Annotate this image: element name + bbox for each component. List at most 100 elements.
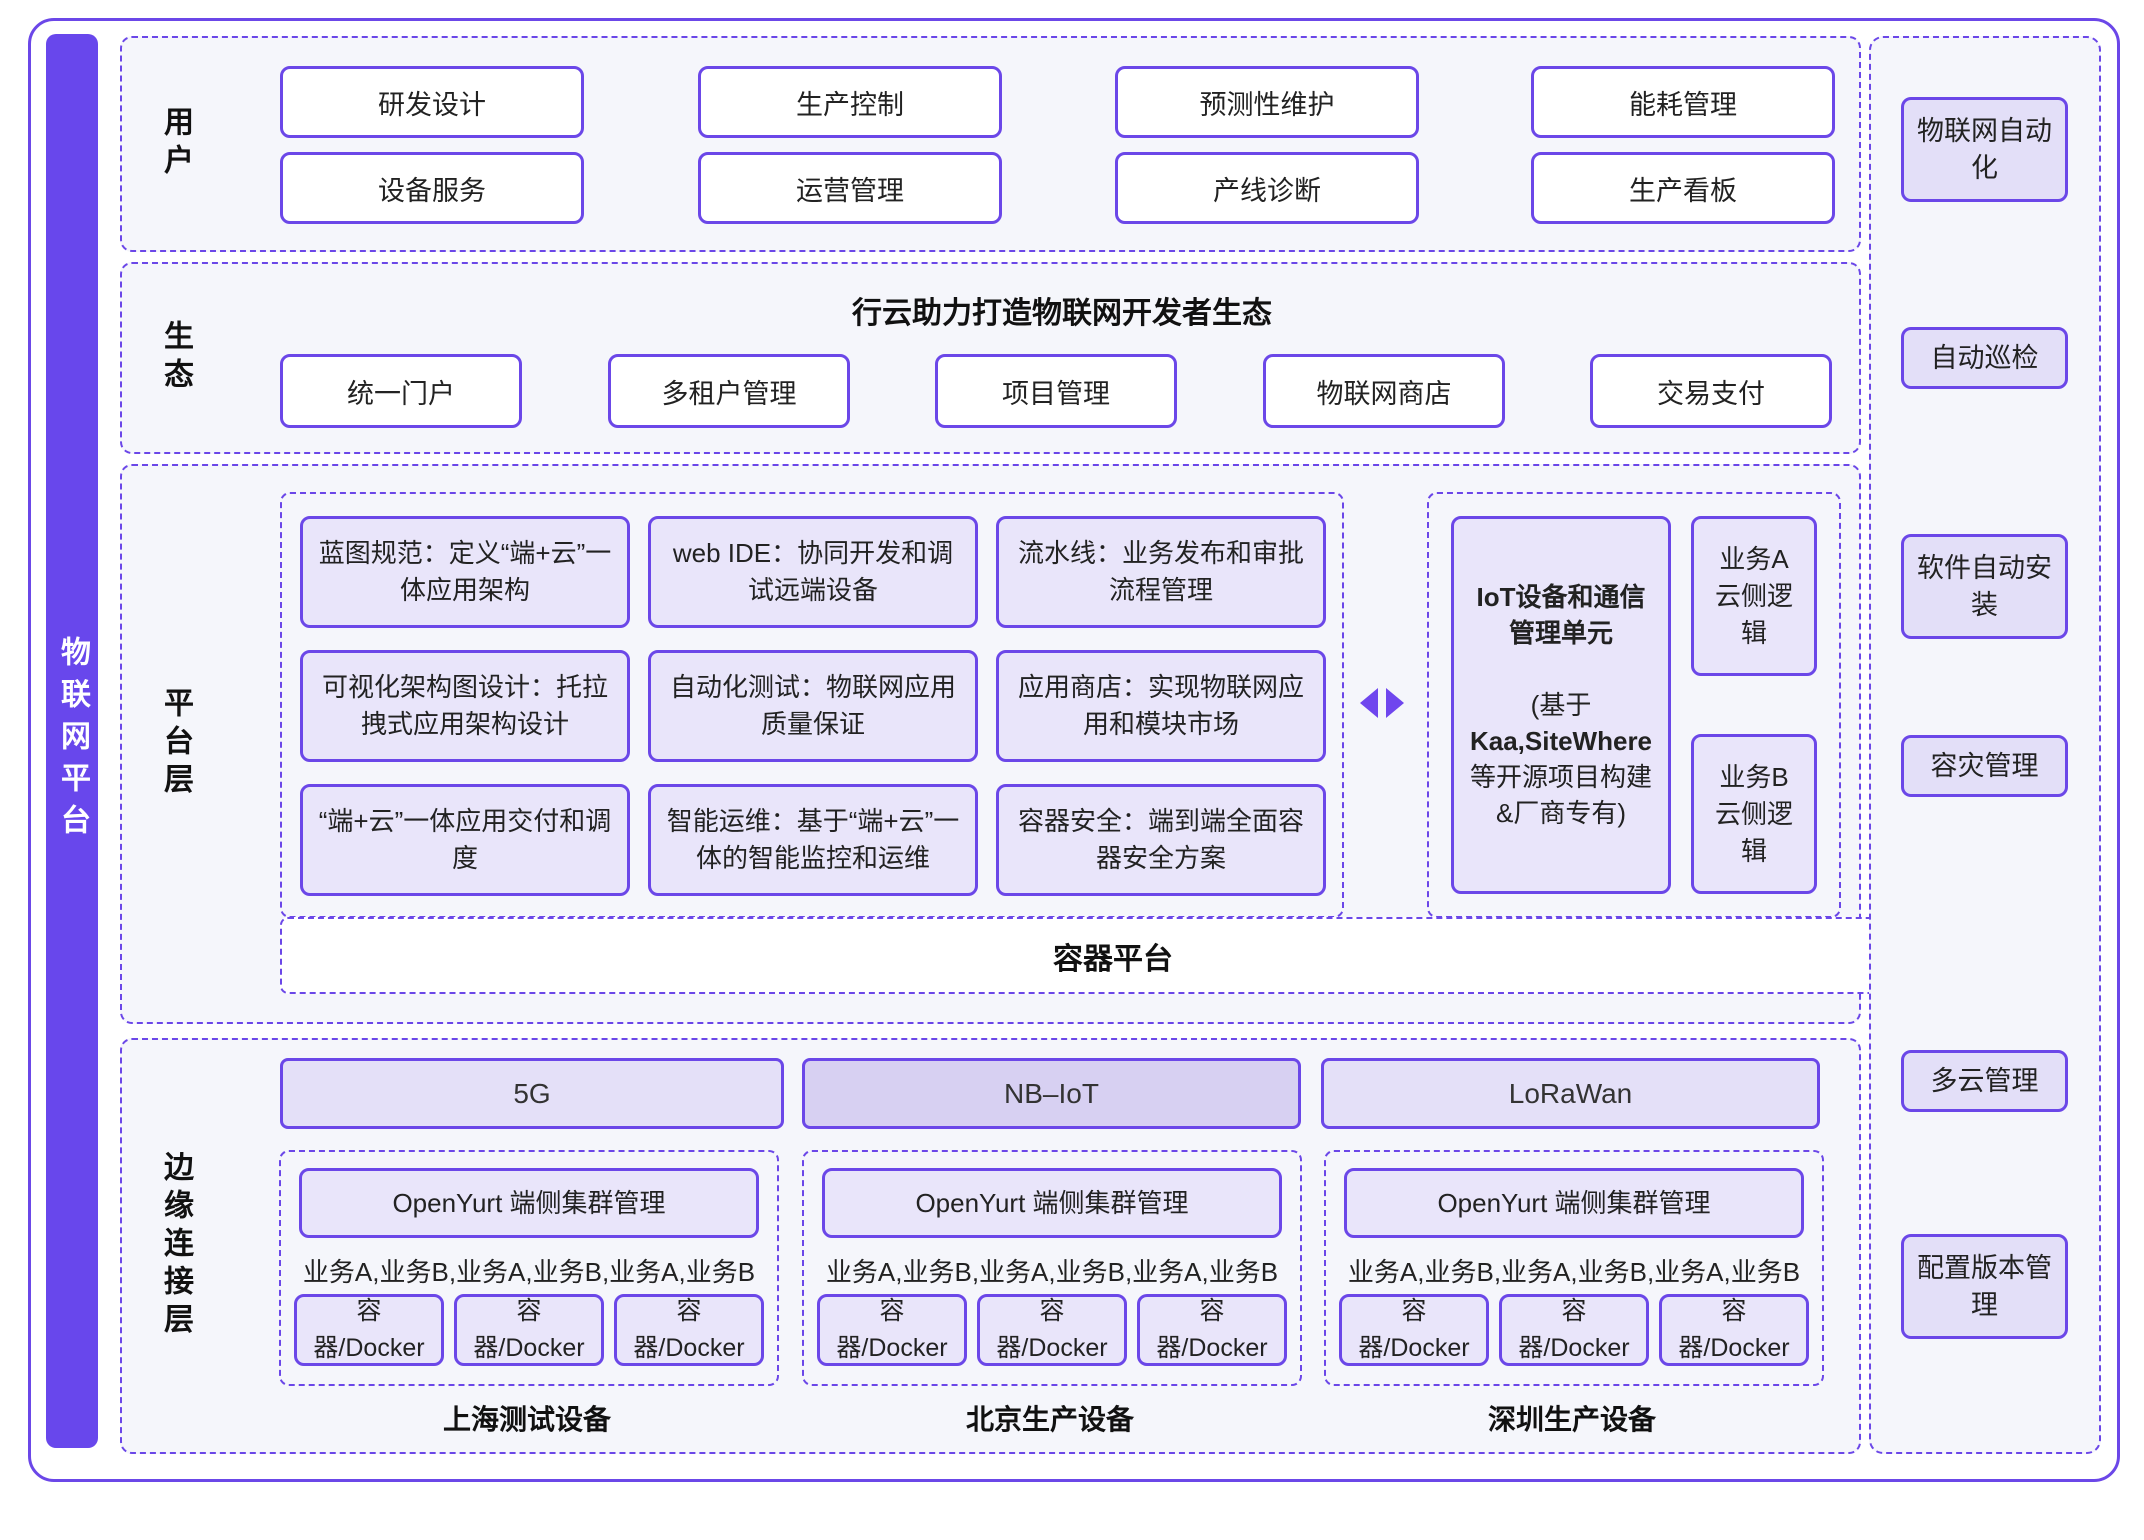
node-label: 容器/Docker	[473, 1297, 585, 1362]
node-label: 统一门户	[347, 378, 455, 409]
node-production-control: 生产控制	[698, 66, 1002, 138]
node-label: 多租户管理	[661, 378, 797, 409]
node-web-ide: web IDE：协同开发和调试远端设备	[648, 516, 978, 628]
user-layer-label: 用户	[159, 106, 192, 182]
iot-unit-sub-prefix: (基于	[1530, 690, 1592, 720]
node-container-docker: 容器/Docker	[294, 1294, 444, 1366]
right-rail-section: 物联网自动化 自动巡检 软件自动安装 容灾管理 多云管理 配置版本管理	[1869, 36, 2101, 1454]
node-container-docker: 容器/Docker	[614, 1294, 764, 1366]
user-layer-label-wrap: 用户	[140, 38, 210, 250]
edge-cluster-group-shenzhen: OpenYurt 端侧集群管理 业务A,业务B,业务A,业务B,业务A,业务B …	[1324, 1150, 1824, 1386]
node-service-b-cloud-logic: 业务B 云侧逻辑	[1691, 734, 1817, 894]
sidebar-label: 物联网平台	[56, 636, 89, 846]
ecosystem-label: 生态	[159, 320, 192, 396]
node-label: 可视化架构图设计：托拉拽式应用架构设计	[321, 672, 608, 739]
platform-label: 平台层	[159, 687, 192, 801]
node-visual-arch-design: 可视化架构图设计：托拉拽式应用架构设计	[300, 650, 630, 762]
node-label: 预测性维护	[1199, 89, 1335, 120]
node-service-a-cloud-logic: 业务A 云侧逻辑	[1691, 516, 1817, 676]
node-container-docker: 容器/Docker	[1137, 1294, 1287, 1366]
network-label: 5G	[513, 1077, 551, 1109]
node-device-service: 设备服务	[280, 152, 584, 224]
node-container-docker: 容器/Docker	[977, 1294, 1127, 1366]
node-label: 物联网商店	[1316, 378, 1452, 409]
node-edge-cloud-delivery: “端+云”一体应用交付和调度	[300, 784, 630, 896]
node-blueprint-spec: 蓝图规范：定义“端+云”一体应用架构	[300, 516, 630, 628]
node-label: 软件自动安装	[1917, 552, 2052, 620]
node-label: 容器/Docker	[1156, 1297, 1268, 1362]
sidebar-iot-platform: 物联网平台	[46, 34, 98, 1448]
node-label: 容器/Docker	[1678, 1297, 1790, 1362]
node-container-docker: 容器/Docker	[817, 1294, 967, 1366]
edge-layer-section: 边缘连接层 5G NB–IoT LoRaWan OpenYurt 端侧集群管理 …	[120, 1038, 1861, 1454]
node-app-store: 应用商店：实现物联网应用和模块市场	[996, 650, 1326, 762]
node-container-docker: 容器/Docker	[1339, 1294, 1489, 1366]
node-production-kanban: 生产看板	[1531, 152, 1835, 224]
node-smart-ops: 智能运维：基于“端+云”一体的智能监控和运维	[648, 784, 978, 896]
node-label: “端+云”一体应用交付和调度	[318, 806, 612, 873]
node-label: 容灾管理	[1930, 750, 2039, 781]
device-caption-shenzhen: 深圳生产设备	[1487, 1404, 1656, 1435]
node-unified-portal: 统一门户	[280, 354, 522, 428]
services-list: 业务A,业务B,业务A,业务B,业务A,业务B	[302, 1257, 756, 1287]
node-label: 能耗管理	[1629, 89, 1737, 120]
node-label: 容器/Docker	[313, 1297, 425, 1362]
node-label: 交易支付	[1657, 378, 1765, 409]
network-bar-5g: 5G	[280, 1058, 784, 1129]
edge-layer-label: 边缘连接层	[159, 1151, 192, 1341]
node-label: web IDE：协同开发和调试远端设备	[672, 538, 954, 605]
iot-unit-sub-suffix: &厂商专有)	[1495, 798, 1626, 828]
network-label: NB–IoT	[1004, 1077, 1099, 1109]
node-trade-payment: 交易支付	[1590, 354, 1832, 428]
device-caption-shanghai: 上海测试设备	[442, 1404, 611, 1435]
edge-cluster-group-beijing: OpenYurt 端侧集群管理 业务A,业务B,业务A,业务B,业务A,业务B …	[802, 1150, 1302, 1386]
node-label: 容器安全：端到端全面容器安全方案	[1017, 806, 1304, 873]
node-label: 自动巡检	[1930, 342, 2039, 373]
node-energy-management: 能耗管理	[1531, 66, 1835, 138]
node-iot-comm-unit: IoT设备和通信管理单元 (基于 Kaa,SiteWhere 等开源项目构建 &…	[1451, 516, 1671, 894]
node-label: 业务A 云侧逻辑	[1714, 543, 1793, 648]
container-platform-label: 容器平台	[1053, 942, 1173, 976]
edge-cluster-group-shanghai: OpenYurt 端侧集群管理 业务A,业务B,业务A,业务B,业务A,业务B …	[279, 1150, 779, 1386]
node-container-security: 容器安全：端到端全面容器安全方案	[996, 784, 1326, 896]
node-auto-inspection: 自动巡检	[1901, 327, 2068, 389]
node-label: 项目管理	[1002, 378, 1110, 409]
node-openyurt-cluster: OpenYurt 端侧集群管理	[1344, 1168, 1804, 1238]
ecosystem-section: 生态 行云助力打造物联网开发者生态 统一门户 多租户管理 项目管理 物联网商店 …	[120, 262, 1861, 454]
network-bar-lorawan: LoRaWan	[1321, 1058, 1820, 1129]
node-label: 智能运维：基于“端+云”一体的智能监控和运维	[666, 806, 960, 873]
node-pipeline: 流水线：业务发布和审批流程管理	[996, 516, 1326, 628]
iot-unit-sub-mid: 等开源项目构建	[1469, 762, 1652, 792]
node-project-management: 项目管理	[935, 354, 1177, 428]
node-label: 研发设计	[378, 89, 486, 120]
node-rd-design: 研发设计	[280, 66, 584, 138]
node-label: OpenYurt 端侧集群管理	[915, 1187, 1189, 1218]
arrow-right-icon	[1386, 688, 1404, 718]
node-label: 业务B 云侧逻辑	[1714, 761, 1793, 866]
node-label: 应用商店：实现物联网应用和模块市场	[1017, 672, 1304, 739]
node-label: OpenYurt 端侧集群管理	[392, 1187, 666, 1218]
node-disaster-recovery: 容灾管理	[1901, 735, 2068, 797]
node-operation-management: 运营管理	[698, 152, 1002, 224]
node-line-diagnosis: 产线诊断	[1115, 152, 1419, 224]
node-multi-tenant: 多租户管理	[608, 354, 850, 428]
node-label: 物联网自动化	[1917, 115, 2052, 183]
network-label: LoRaWan	[1508, 1077, 1633, 1109]
node-label: 自动化测试：物联网应用质量保证	[669, 672, 956, 739]
services-list: 业务A,业务B,业务A,业务B,业务A,业务B	[825, 1257, 1279, 1287]
node-label: 容器/Docker	[1518, 1297, 1630, 1362]
node-auto-software-install: 软件自动安装	[1901, 534, 2068, 639]
node-predictive-maintenance: 预测性维护	[1115, 66, 1419, 138]
node-multi-cloud-management: 多云管理	[1901, 1050, 2068, 1112]
node-iot-automation: 物联网自动化	[1901, 97, 2068, 202]
node-container-docker: 容器/Docker	[1499, 1294, 1649, 1366]
node-label: 产线诊断	[1213, 175, 1321, 206]
node-openyurt-cluster: OpenYurt 端侧集群管理	[822, 1168, 1282, 1238]
iot-unit-sub-bold: Kaa,SiteWhere	[1469, 726, 1653, 756]
node-label: 流水线：业务发布和审批流程管理	[1017, 538, 1304, 605]
node-config-version-management: 配置版本管理	[1901, 1234, 2068, 1339]
node-label: 蓝图规范：定义“端+云”一体应用架构	[318, 538, 612, 605]
node-label: 容器/Docker	[836, 1297, 948, 1362]
bidirectional-arrows-icon	[1360, 688, 1404, 718]
